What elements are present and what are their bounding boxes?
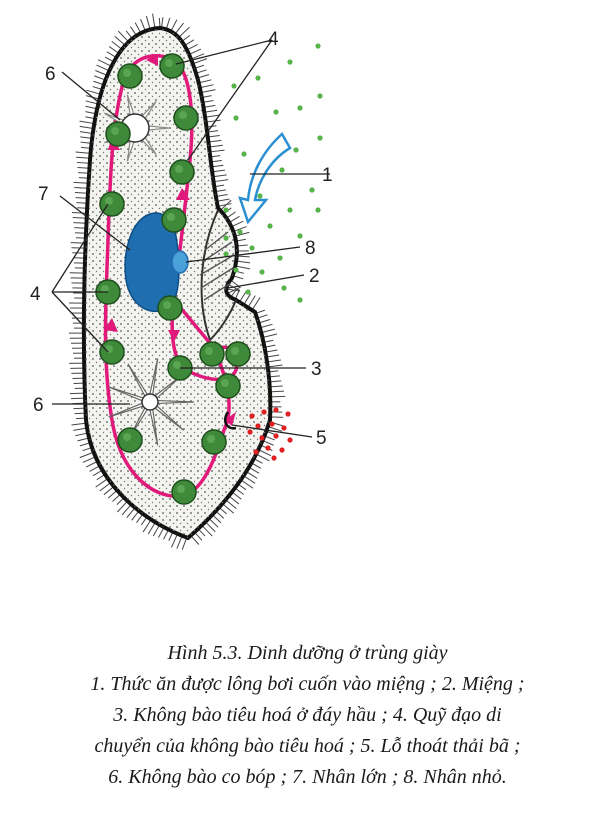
label-4-left: 4 <box>30 284 41 305</box>
label-7: 7 <box>38 184 49 205</box>
food-vacuole <box>105 121 131 147</box>
label-1: 1 <box>322 165 333 186</box>
food-vacuole <box>169 159 195 185</box>
food-vacuole <box>159 53 185 79</box>
food-vacuole <box>117 63 143 89</box>
label-8: 8 <box>305 238 316 259</box>
food-vacuole <box>99 191 125 217</box>
micronucleus <box>171 250 189 274</box>
food-vacuole <box>225 341 251 367</box>
label-6-top: 6 <box>45 64 56 85</box>
label-6-bottom: 6 <box>33 395 44 416</box>
food-vacuole <box>173 105 199 131</box>
caption-line-3: chuyển của không bào tiêu hoá ; 5. Lỗ th… <box>94 735 521 757</box>
food-vacuole <box>99 339 125 365</box>
caption-title: Hình 5.3. Dinh dưỡng ở trùng giày <box>167 642 448 664</box>
food-vacuole <box>201 429 227 455</box>
food-particles <box>223 43 323 303</box>
oral-groove <box>200 209 237 342</box>
food-vacuole <box>117 427 143 453</box>
paramecium-diagram: 4 1 8 2 3 5 6 7 4 6 <box>30 13 333 550</box>
path-arrows <box>104 54 236 426</box>
leader-lines <box>51 39 330 438</box>
caption-line-1: 1. Thức ăn được lông bơi cuốn vào miệng … <box>90 673 525 695</box>
food-vacuole <box>215 373 241 399</box>
cytoproct <box>224 411 237 430</box>
label-5: 5 <box>316 428 327 449</box>
contractile-vacuole-bottom <box>108 358 195 446</box>
label-4-top: 4 <box>268 29 279 50</box>
label-3: 3 <box>311 359 322 380</box>
food-vacuole <box>171 479 197 505</box>
caption-line-2: 3. Không bào tiêu hoá ở đáy hầu ; 4. Quỹ… <box>113 704 502 726</box>
waste-particles <box>247 407 293 461</box>
food-vacuole <box>199 341 225 367</box>
label-2: 2 <box>309 266 320 287</box>
pharynx-cilia <box>199 231 235 301</box>
food-intake-arrow <box>238 132 292 225</box>
caption-line-4: 6. Không bào co bóp ; 7. Nhân lớn ; 8. N… <box>108 766 507 788</box>
figure-caption: Hình 5.3. Dinh dưỡng ở trùng giày 1. Thứ… <box>0 638 615 793</box>
food-vacuole <box>161 207 187 233</box>
food-vacuole <box>157 295 183 321</box>
